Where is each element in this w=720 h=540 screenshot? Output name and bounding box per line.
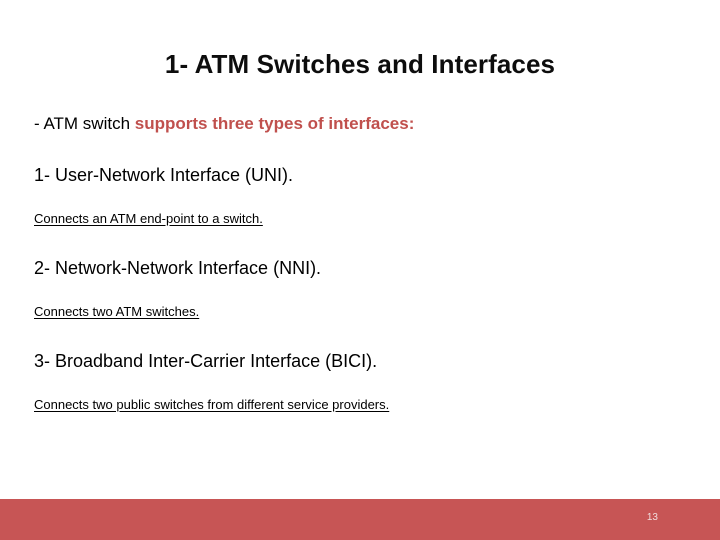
item-description-1: Connects an ATM end-point to a switch.	[34, 210, 694, 228]
item-description-3-text: Connects two public switches from differ…	[34, 397, 390, 412]
lead-line-accent: supports three types of interfaces:	[134, 114, 415, 133]
spacer	[34, 280, 694, 303]
item-description-2-text: Connects two ATM switches.	[34, 304, 200, 319]
spacer	[34, 187, 694, 210]
item-description-3: Connects two public switches from differ…	[34, 396, 694, 414]
lead-line: - ATM switch supports three types of int…	[34, 113, 694, 135]
spacer	[34, 228, 694, 257]
item-description-1-text: Connects an ATM end-point to a switch.	[34, 211, 263, 226]
spacer	[34, 373, 694, 396]
item-heading-1: 1- User-Network Interface (UNI).	[34, 165, 294, 185]
item-description-2: Connects two ATM switches.	[34, 303, 694, 321]
page-number: 13	[646, 512, 658, 523]
footer-bar: 13	[0, 499, 720, 540]
item-heading-3: 3- Broadband Inter-Carrier Interface (BI…	[34, 351, 378, 371]
slide-body: - ATM switch supports three types of int…	[34, 113, 694, 414]
item-heading-2: 2- Network-Network Interface (NNI).	[34, 258, 322, 278]
lead-line-plain: - ATM switch	[34, 114, 135, 133]
page-title: 1- ATM Switches and Interfaces	[164, 49, 556, 79]
spacer	[34, 321, 694, 350]
